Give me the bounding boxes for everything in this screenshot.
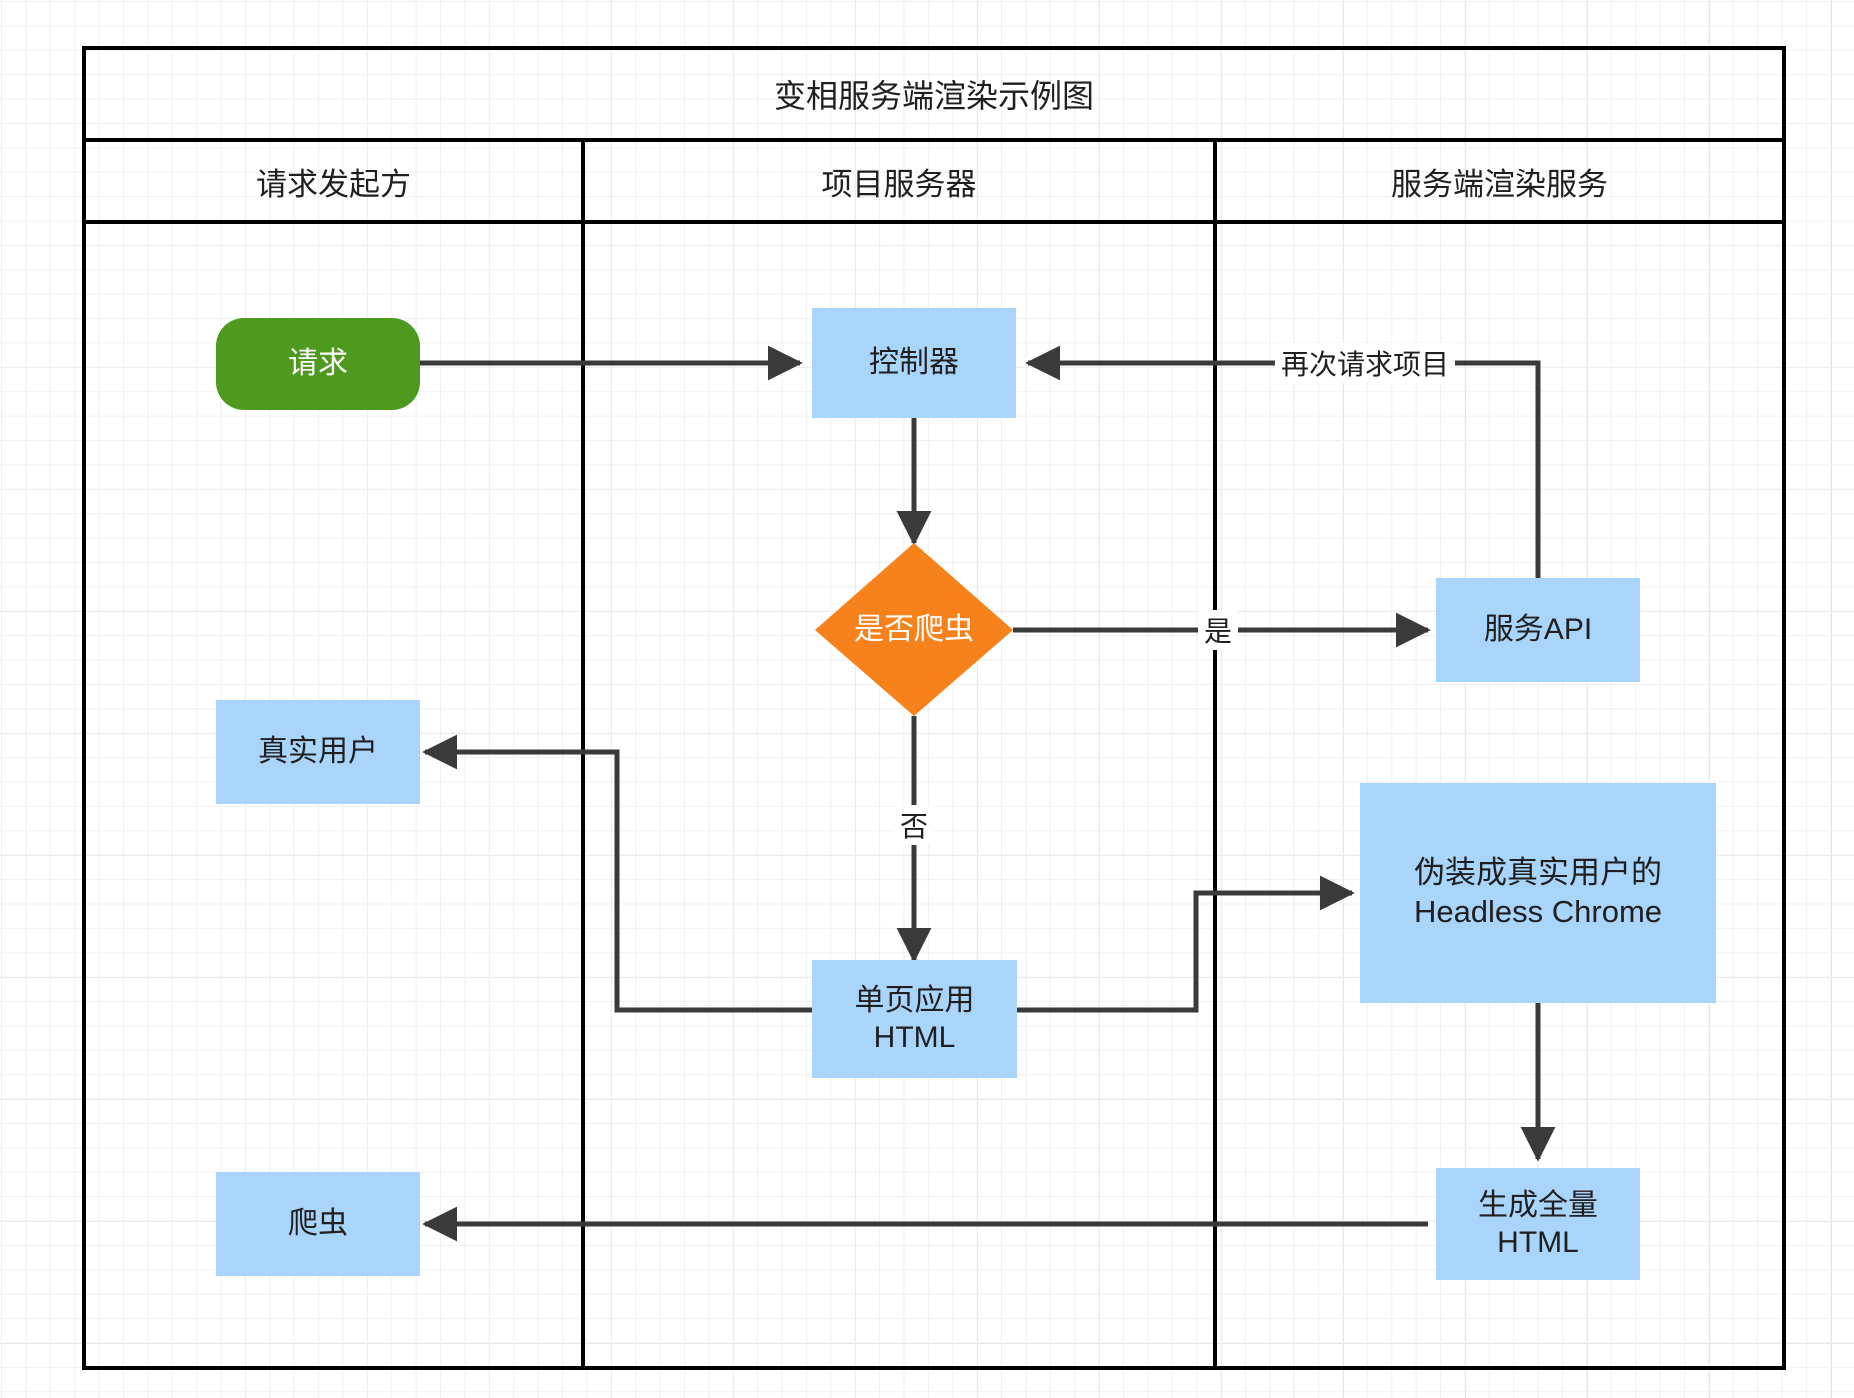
node-spa-html[interactable]: 单页应用 HTML [812,960,1017,1078]
edge-label-yes: 是 [1190,605,1246,655]
edge-label-yes-text: 是 [1197,610,1238,650]
lane-title-ssr-service: 服务端渲染服务 [1391,166,1608,202]
node-request[interactable]: 请求 [216,318,420,410]
page-title: 变相服务端渲染示例图 [773,78,1094,114]
edge-label-re-request: 再次请求项目 [1245,338,1485,388]
edge-spa-to-headless [1017,875,1355,1013]
node-controller[interactable]: 控制器 [812,308,1016,418]
node-full-html[interactable]: 生成全量 HTML [1436,1168,1640,1280]
node-headless-chrome[interactable]: 伪装成真实用户的 Headless Chrome [1360,783,1716,1003]
node-is-crawler[interactable]: 是否爬虫 [854,612,974,646]
edge-label-re-request-text: 再次请求项目 [1274,343,1455,383]
node-service-api[interactable]: 服务API [1436,578,1640,682]
diagram-edges [420,345,1556,1242]
edge-service-api-to-controller [1025,345,1541,578]
lane-title-requester: 请求发起方 [256,166,411,202]
diagram-frame [82,46,1786,1370]
node-crawler[interactable]: 爬虫 [216,1172,420,1276]
edge-spa-to-real-user [422,734,812,1013]
edge-label-no-text: 否 [893,805,934,845]
edge-label-no: 否 [886,800,942,850]
node-real-user[interactable]: 真实用户 [216,700,420,804]
lane-title-project-server: 项目服务器 [821,166,977,202]
node-is-crawler-shape [815,543,1013,716]
